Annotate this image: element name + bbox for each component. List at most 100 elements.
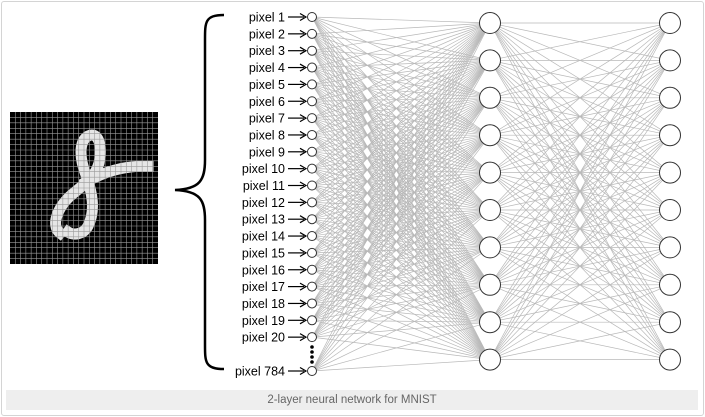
edge bbox=[311, 60, 491, 169]
hidden-layer bbox=[479, 12, 501, 371]
edge bbox=[311, 284, 491, 287]
arrow-head bbox=[299, 147, 308, 156]
arrow-head bbox=[299, 181, 308, 190]
edge bbox=[311, 60, 491, 338]
hidden-node bbox=[479, 124, 501, 147]
edge bbox=[489, 22, 671, 136]
edge bbox=[489, 22, 671, 323]
edge bbox=[489, 321, 671, 360]
input-node bbox=[307, 298, 317, 309]
edge bbox=[311, 22, 491, 270]
edge bbox=[311, 359, 491, 372]
input-node bbox=[307, 96, 317, 107]
output-node bbox=[659, 236, 681, 259]
pixel-label: pixel 9 bbox=[249, 145, 285, 159]
digit-pixel-grid bbox=[10, 112, 158, 264]
arrow-head bbox=[299, 63, 308, 72]
input-node bbox=[307, 315, 317, 326]
edge bbox=[311, 209, 491, 254]
edge bbox=[311, 97, 491, 237]
edge bbox=[311, 22, 491, 119]
edge bbox=[311, 22, 491, 186]
pixel-label: pixel 20 bbox=[242, 331, 285, 345]
hidden-node bbox=[479, 236, 501, 259]
edge bbox=[489, 22, 671, 173]
edge bbox=[311, 97, 491, 321]
ellipsis-dot bbox=[310, 360, 314, 364]
edge bbox=[311, 209, 491, 372]
edge bbox=[311, 60, 491, 304]
edge bbox=[311, 172, 491, 254]
output-node bbox=[659, 311, 681, 334]
edge bbox=[311, 22, 491, 102]
hidden-node bbox=[479, 273, 501, 296]
pixel-label: pixel 10 bbox=[242, 162, 285, 176]
edge bbox=[311, 168, 491, 323]
edge bbox=[311, 168, 491, 248]
edge bbox=[311, 284, 491, 372]
edge bbox=[311, 60, 491, 372]
arrow-head bbox=[299, 80, 308, 89]
pixel-label: pixel 8 bbox=[249, 128, 285, 142]
arrow-head bbox=[299, 130, 308, 139]
edge bbox=[311, 247, 491, 254]
output-node bbox=[659, 12, 681, 34]
output-layer bbox=[659, 12, 681, 371]
edge bbox=[311, 134, 491, 254]
edge bbox=[311, 172, 491, 271]
edge bbox=[311, 319, 491, 360]
ellipsis-dots bbox=[310, 345, 314, 364]
edge bbox=[311, 134, 491, 372]
output-node bbox=[659, 86, 681, 109]
hidden-node bbox=[479, 311, 501, 334]
edge bbox=[311, 97, 491, 304]
edge bbox=[311, 97, 491, 220]
arrow-head bbox=[299, 114, 308, 123]
edge bbox=[311, 172, 491, 220]
edge bbox=[489, 22, 671, 248]
arrow-head bbox=[299, 29, 308, 38]
edge bbox=[311, 60, 491, 270]
edge bbox=[489, 247, 671, 360]
input-node bbox=[307, 129, 317, 140]
edge bbox=[311, 168, 491, 286]
edge bbox=[311, 286, 491, 360]
edge bbox=[311, 252, 491, 286]
input-node bbox=[307, 12, 317, 22]
pixel-label: pixel 7 bbox=[249, 112, 285, 126]
pixel-label: pixel 18 bbox=[242, 297, 285, 311]
ellipsis-dot bbox=[310, 345, 314, 349]
pixel-label: pixel 1 bbox=[249, 11, 285, 25]
input-node bbox=[307, 163, 317, 174]
arrow-head bbox=[299, 316, 308, 325]
edge bbox=[311, 60, 491, 254]
figure-caption: 2-layer neural network for MNIST bbox=[6, 390, 698, 410]
ellipsis-dot bbox=[310, 350, 314, 354]
edge bbox=[311, 172, 491, 203]
edge bbox=[311, 303, 491, 323]
edge bbox=[311, 209, 491, 338]
edge bbox=[311, 319, 491, 323]
input-node bbox=[307, 79, 317, 90]
pixel-label: pixel 5 bbox=[249, 78, 285, 92]
arrow-head bbox=[299, 97, 308, 106]
pixel-label: pixel 15 bbox=[242, 246, 285, 260]
output-node bbox=[659, 273, 681, 296]
edge bbox=[311, 168, 491, 173]
pixel-label: pixel 13 bbox=[242, 213, 285, 227]
edge bbox=[489, 209, 671, 360]
input-node bbox=[307, 247, 317, 258]
edge bbox=[311, 218, 491, 323]
edge bbox=[311, 247, 491, 287]
edge bbox=[311, 235, 491, 323]
edge bbox=[311, 22, 491, 52]
edge bbox=[311, 22, 491, 153]
edge bbox=[311, 134, 491, 237]
edge bbox=[311, 218, 491, 286]
arrow-head bbox=[299, 299, 308, 308]
edge bbox=[311, 286, 491, 323]
edge bbox=[311, 172, 491, 287]
edge bbox=[311, 22, 491, 321]
edge bbox=[489, 97, 671, 360]
